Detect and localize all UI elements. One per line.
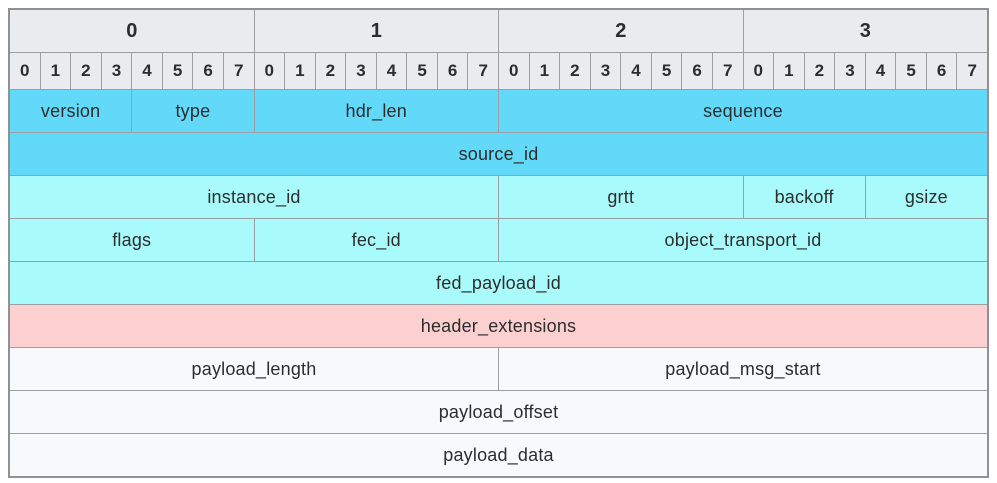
bit-header-0: 0 (10, 53, 40, 89)
field-payload-data: payload_data (10, 434, 987, 476)
field-type: type (132, 90, 254, 132)
field-gsize: gsize (865, 176, 987, 218)
field-object-transport-id: object_transport_id (499, 219, 987, 261)
field-hdr-len: hdr_len (254, 90, 498, 132)
field-version: version (10, 90, 132, 132)
field-fed-payload-id: fed_payload_id (10, 262, 987, 304)
bit-header-21: 5 (651, 53, 682, 89)
bit-header-29: 5 (896, 53, 926, 89)
bit-header-15: 7 (468, 53, 498, 89)
field-backoff: backoff (743, 176, 865, 218)
field-header-extensions: header_extensions (10, 305, 987, 347)
byte-header-3: 3 (743, 10, 987, 52)
bit-header-9: 1 (285, 53, 315, 89)
field-sequence: sequence (499, 90, 987, 132)
bit-header-20: 4 (621, 53, 651, 89)
bit-header-18: 2 (560, 53, 590, 89)
bit-header-1: 1 (40, 53, 71, 89)
bit-header-26: 2 (804, 53, 835, 89)
bit-header-10: 2 (315, 53, 346, 89)
field-payload-offset: payload_offset (10, 391, 987, 433)
bit-header-7: 7 (223, 53, 254, 89)
bit-header-24: 0 (743, 53, 774, 89)
bit-header-4: 4 (132, 53, 162, 89)
bit-header-25: 1 (774, 53, 804, 89)
bit-header-22: 6 (682, 53, 712, 89)
bit-header-17: 1 (529, 53, 560, 89)
bit-header-8: 0 (254, 53, 285, 89)
byte-header-2: 2 (499, 10, 743, 52)
bit-header-11: 3 (346, 53, 376, 89)
bit-header-13: 5 (407, 53, 437, 89)
field-grtt: grtt (499, 176, 743, 218)
bit-header-30: 6 (926, 53, 957, 89)
field-payload-length: payload_length (10, 348, 498, 390)
bit-header-6: 6 (193, 53, 223, 89)
bit-header-16: 0 (499, 53, 529, 89)
bit-header-23: 7 (712, 53, 743, 89)
bit-header-2: 2 (71, 53, 101, 89)
field-instance-id: instance_id (10, 176, 498, 218)
bit-header-3: 3 (101, 53, 132, 89)
bit-header-28: 4 (865, 53, 896, 89)
field-source-id: source_id (10, 133, 987, 175)
bit-header-5: 5 (162, 53, 193, 89)
bit-header-27: 3 (835, 53, 865, 89)
bit-header-12: 4 (376, 53, 407, 89)
bit-header-14: 6 (437, 53, 468, 89)
bit-header-19: 3 (590, 53, 621, 89)
field-flags: flags (10, 219, 254, 261)
byte-header-1: 1 (254, 10, 498, 52)
bit-header-31: 7 (957, 53, 987, 89)
field-payload-msg-start: payload_msg_start (499, 348, 987, 390)
field-fec-id: fec_id (254, 219, 498, 261)
byte-header-0: 0 (10, 10, 254, 52)
